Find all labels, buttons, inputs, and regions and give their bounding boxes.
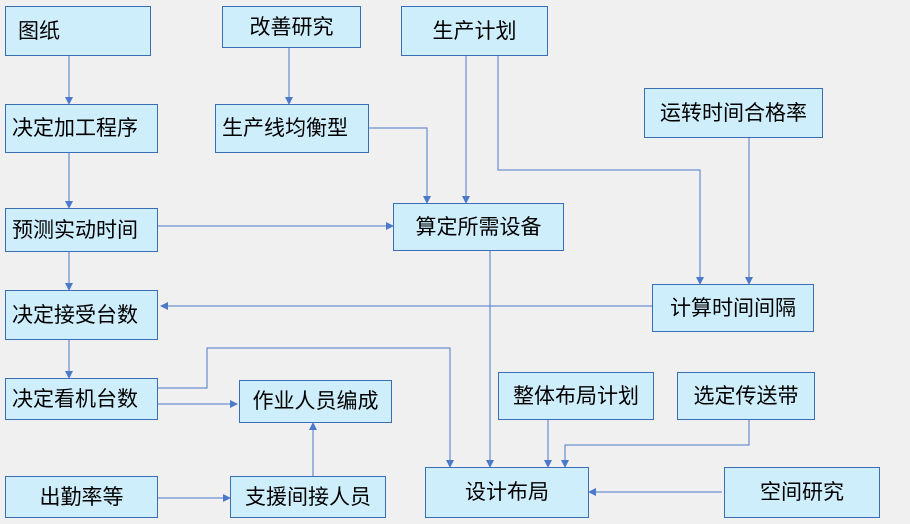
node-label: 计算时间间隔 [670,295,796,320]
node-label: 决定加工程序 [12,116,138,140]
node-overall-layout-plan: 整体布局计划 [498,372,654,420]
node-space-research: 空间研究 [724,467,880,518]
node-label: 决定看机台数 [12,386,138,411]
node-improvement-research: 改善研究 [222,6,361,48]
node-predict-actual-time: 预测实动时间 [5,208,158,252]
node-label: 出勤率等 [39,484,124,509]
node-calculate-interval: 计算时间间隔 [652,284,814,332]
arrow-plan-to-interval [497,56,704,285]
node-operator-organization: 作业人员编成 [239,380,392,423]
node-label: 生产线均衡型 [222,116,348,140]
node-design-layout: 设计布局 [425,467,589,518]
node-support-indirect-staff: 支援间接人员 [230,476,386,518]
node-label: 整体布局计划 [513,383,639,408]
node-label: 设计布局 [465,480,549,504]
node-determine-process: 决定加工程序 [5,104,158,153]
node-determine-machine-units: 决定看机台数 [5,378,158,420]
node-label: 算定所需设备 [415,214,542,239]
node-calculate-equipment: 算定所需设备 [393,203,564,251]
node-uptime-pass-rate: 运转时间合格率 [644,88,823,138]
node-label: 决定接受台数 [12,302,138,327]
node-line-balancing: 生产线均衡型 [215,104,369,153]
node-label: 预测实动时间 [12,217,138,242]
node-label: 选定传送带 [693,383,799,408]
node-determine-accept-units: 决定接受台数 [5,290,158,340]
node-drawings: 图纸 [5,6,151,56]
arrow-conveyor-to-design [561,420,750,468]
arrow-balancing-to-equipment [369,127,431,204]
node-label: 生产计划 [432,18,517,43]
node-attendance-rate: 出勤率等 [5,476,158,518]
node-label: 运转时间合格率 [660,100,807,125]
node-label: 支援间接人员 [245,484,371,509]
node-label: 作业人员编成 [252,389,379,413]
node-label: 空间研究 [760,480,844,504]
node-select-conveyor: 选定传送带 [677,372,815,420]
node-label: 图纸 [18,19,60,43]
arrow-machine-to-design [158,347,454,468]
node-production-plan: 生产计划 [401,6,548,56]
node-label: 改善研究 [249,14,334,39]
